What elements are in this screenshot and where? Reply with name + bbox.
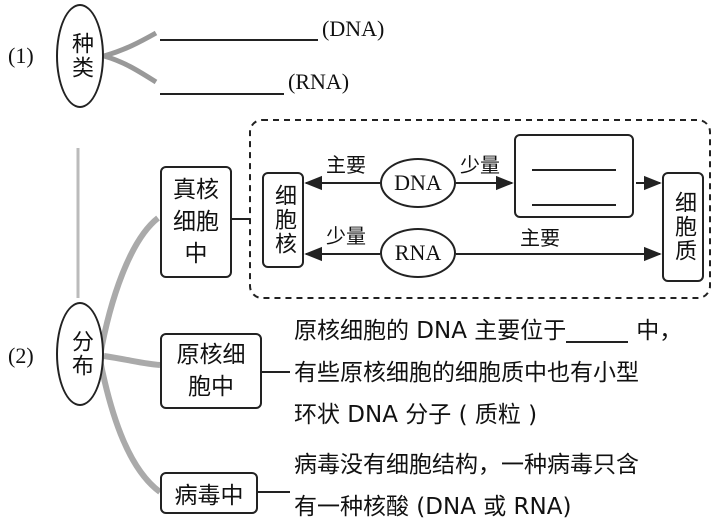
dna-type-suffix: (DNA): [322, 16, 385, 41]
rna-oval: RNA: [380, 228, 456, 278]
nucleus-box: 细胞核: [262, 172, 304, 268]
distribution-oval: 分布: [56, 302, 104, 406]
virus-label: 病毒中: [174, 483, 244, 509]
distribution-branch-prokaryote: [103, 353, 161, 368]
eukaryote-label-line2: 细胞: [173, 209, 219, 235]
rna-to-nucleus-label: 少量: [326, 224, 366, 248]
types-oval: 种类: [56, 4, 104, 108]
virus-box: 病毒中: [160, 472, 258, 514]
rna-oval-label: RNA: [394, 240, 442, 265]
prokaryote-text-line2: 有些原核细胞的细胞质中也有小型: [294, 360, 639, 386]
prokaryote-text-line3: 环状 DNA 分子 ( 质粒 ): [294, 402, 538, 428]
dna-oval-label: DNA: [394, 170, 442, 195]
dna-to-nucleus-label: 主要: [326, 153, 366, 177]
prokaryote-text-line1: 原核细胞的 DNA 主要位于 中，: [294, 310, 682, 352]
nucleus-label: 细胞核: [271, 184, 296, 256]
dna-to-blank-label: 少量: [460, 153, 500, 177]
eukaryote-box: 真核 细胞 中: [160, 166, 232, 278]
distribution-branch-virus: [97, 359, 162, 495]
part1-marker: (1): [8, 43, 34, 68]
types-bracket-lower: [103, 53, 158, 85]
prokaryote-label-line1: 原核细: [176, 342, 246, 368]
rna-type-suffix: (RNA): [288, 69, 350, 94]
prokaryote-box: 原核细 胞中: [160, 333, 262, 409]
part2-marker: (2): [8, 343, 34, 368]
distribution-label: 分布: [68, 330, 93, 378]
prokaryote-text-line1-a: 原核细胞的 DNA 主要位于: [294, 318, 567, 344]
types-label: 种类: [68, 32, 93, 80]
virus-description: 病毒没有细胞结构，一种病毒只含 有一种核酸 (DNA 或 RNA): [294, 444, 639, 528]
distribution-branch-eukaryote: [97, 215, 160, 357]
cytoplasm-label: 细胞质: [671, 191, 696, 263]
virus-text-line1: 病毒没有细胞结构，一种病毒只含: [294, 452, 639, 478]
eukaryote-label-line1: 真核: [173, 177, 219, 203]
prokaryote-description: 原核细胞的 DNA 主要位于 中， 有些原核细胞的细胞质中也有小型 环状 DNA …: [294, 310, 682, 436]
eukaryote-label-line3: 中: [184, 241, 208, 267]
cytoplasm-box: 细胞质: [662, 172, 704, 282]
types-bracket-upper: [103, 30, 158, 59]
dna-oval: DNA: [380, 158, 456, 208]
prokaryote-label-line2: 胞中: [188, 374, 234, 400]
organelle-blank-box: [514, 134, 634, 218]
virus-text-line2: 有一种核酸 (DNA 或 RNA): [294, 494, 572, 520]
rna-to-cytoplasm-label: 主要: [520, 226, 560, 250]
prokaryote-text-line1-b: 中，: [636, 318, 683, 344]
eukaryote-dashed-region: [249, 119, 711, 299]
